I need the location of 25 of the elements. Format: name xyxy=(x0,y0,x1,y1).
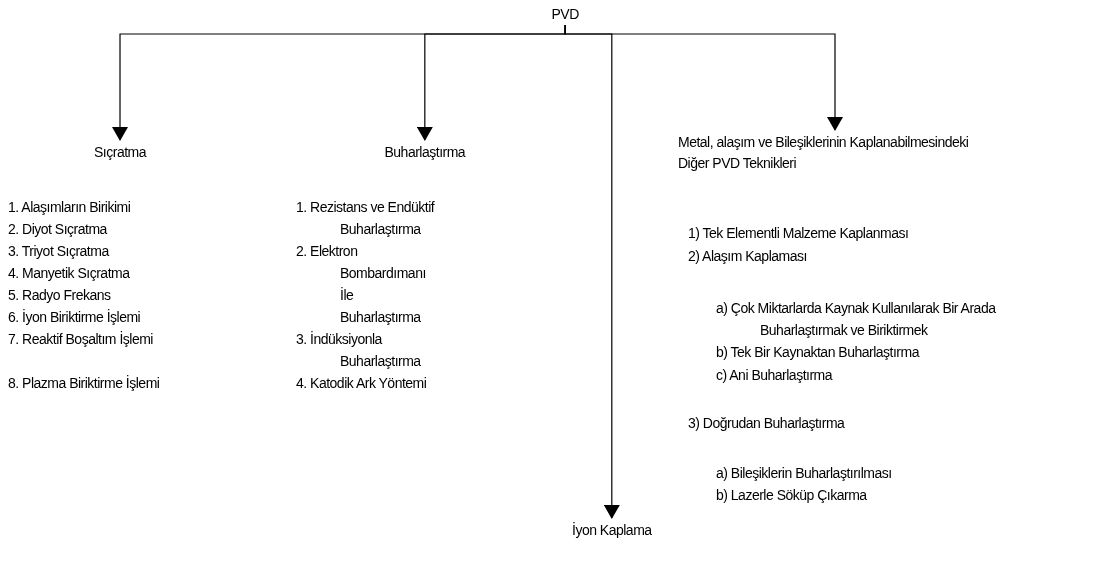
list-item: 3. Triyot Sıçratma xyxy=(8,242,111,261)
list-item: 3) Doğrudan Buharlaştırma xyxy=(688,414,846,433)
root-label: PVD xyxy=(551,4,579,25)
branch-heading: Sıçratma xyxy=(94,142,146,163)
list-item: 1) Tek Elementli Malzeme Kaplanması xyxy=(688,224,910,243)
list-item: 4. Katodik Ark Yöntemi xyxy=(296,374,428,393)
branch-heading: Metal, alaşım ve Bileşiklerinin Kaplanabilmesindeki Diğer PVD Teknikleri xyxy=(678,132,978,174)
list-item: a) Bileşiklerin Buharlaştırılması xyxy=(716,464,893,483)
list-item: 5. Radyo Frekans xyxy=(8,286,112,305)
list-item: 6. İyon Biriktirme İşlemi xyxy=(8,308,142,327)
list-item: 2. Diyot Sıçratma xyxy=(8,220,109,239)
arrow xyxy=(564,24,843,131)
list-item: 7. Reaktif Boşaltım İşlemi xyxy=(8,330,154,349)
list-item: 1. Rezistans ve Endüktif Buharlaştırma xyxy=(296,198,436,239)
list-item: 2) Alaşım Kaplaması xyxy=(688,247,808,266)
branch-heading: Buharlaştırma xyxy=(384,142,466,163)
list-item: b) Lazerle Söküp Çıkarma xyxy=(716,486,868,505)
list-item: b) Tek Bir Kaynaktan Buharlaştırma xyxy=(716,343,921,362)
list-item: 1. Alaşımların Birikimi xyxy=(8,198,132,217)
branch-heading: İyon Kaplama xyxy=(572,520,652,541)
list-item: 3. İndüksiyonla Buharlaştırma xyxy=(296,330,422,371)
list-item: 8. Plazma Biriktirme İşlemi xyxy=(8,374,161,393)
list-item: 4. Manyetik Sıçratma xyxy=(8,264,131,283)
list-item: 2. Elektron Bombardımanı İle Buharlaştırma xyxy=(296,242,427,327)
list-item: c) Ani Buharlaştırma xyxy=(716,366,834,385)
